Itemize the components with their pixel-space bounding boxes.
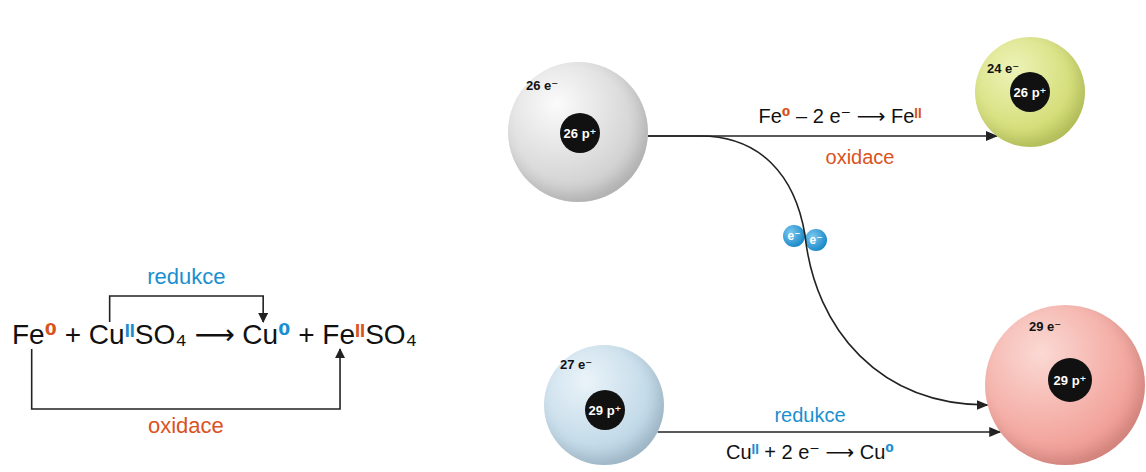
oxidation-state: ⁰: [782, 105, 791, 127]
proton-count: 29 p⁺: [1054, 373, 1087, 388]
reaction-equation: Fe⁰ + CuᴵᴵSO₄ ⟶ Cu⁰ + FeᴵᴵSO₄: [12, 318, 417, 351]
electron-count: 27 e⁻: [560, 357, 592, 372]
proton-count: 26 p⁺: [1014, 85, 1047, 100]
electron-count: 29 e⁻: [1029, 319, 1061, 334]
process-name: redukce: [774, 404, 845, 427]
process-name: oxidace: [826, 146, 895, 169]
oxidation-state: ᴵᴵ: [125, 319, 135, 350]
nucleus-circle: 29 p⁺: [1048, 358, 1092, 402]
electron-dot: [783, 225, 805, 247]
nucleus-circle: 29 p⁺: [585, 390, 626, 431]
electron-transfer-arrow: [658, 431, 1001, 433]
nucleus-circle: 26 p⁺: [560, 113, 601, 154]
process-name: redukce: [147, 264, 225, 290]
atom-circle: 26 e⁻ 26 p⁺: [508, 62, 648, 202]
oxidation-state: ᴵᴵ: [752, 441, 759, 463]
electron-transfer-arrow: [648, 136, 988, 405]
electron-symbol: e⁻: [787, 229, 800, 243]
reaction-bracket: [32, 296, 340, 409]
atom-circle: 27 e⁻ 29 p⁺: [544, 345, 664, 465]
process-name: oxidace: [148, 413, 224, 439]
oxidation-state: ᴵᴵ: [355, 319, 365, 350]
reaction-bracket: [110, 296, 264, 322]
nucleus-circle: 26 p⁺: [1010, 72, 1051, 113]
oxidation-state: ⁰: [45, 319, 57, 350]
oxidation-state: ⁰: [278, 319, 290, 350]
atom-circle: 24 e⁻ 26 p⁺: [975, 37, 1085, 147]
electron-count: 26 e⁻: [526, 78, 558, 93]
proton-count: 29 p⁺: [589, 403, 622, 418]
reaction-bracket: [32, 349, 340, 409]
oxidation-state: ⁰: [885, 441, 894, 463]
half-reaction: Fe⁰ – 2 e⁻ ⟶ Feᴵᴵ: [758, 104, 921, 128]
oxidation-state: ᴵᴵ: [914, 105, 921, 127]
proton-count: 26 p⁺: [564, 126, 597, 141]
electron-count: 24 e⁻: [987, 61, 1019, 76]
atom-circle: 29 e⁻ 29 p⁺: [985, 305, 1145, 465]
half-reaction: Cuᴵᴵ + 2 e⁻ ⟶ Cu⁰: [726, 440, 894, 464]
electron-dot: [805, 229, 827, 251]
electron-symbol: e⁻: [809, 233, 822, 247]
